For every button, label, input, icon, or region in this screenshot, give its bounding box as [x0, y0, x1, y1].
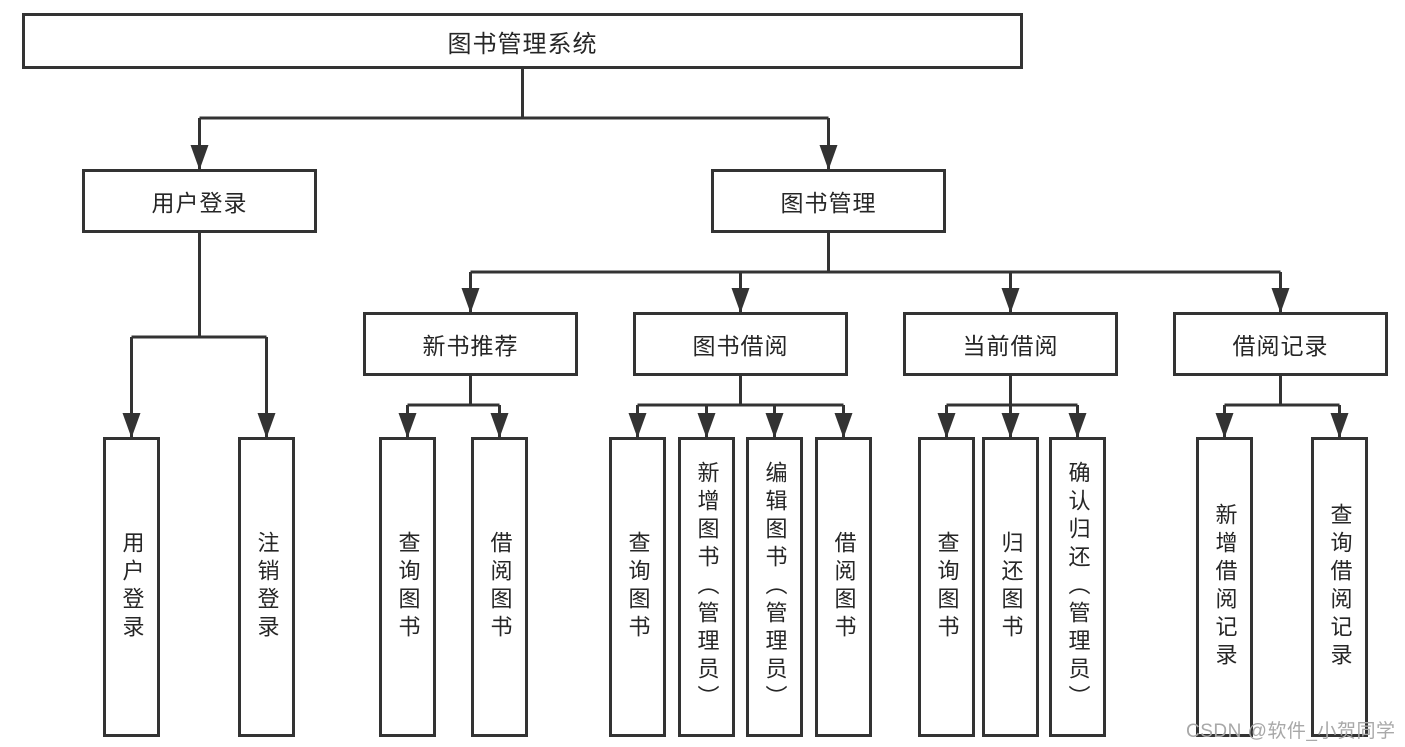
node-label: 查询图书	[395, 531, 421, 643]
node-label: 新书推荐	[422, 333, 519, 359]
node-label: 借阅记录	[1232, 333, 1329, 359]
leaf-user-login: 用户登录	[103, 437, 160, 737]
node-label: 图书管理系统	[447, 30, 598, 58]
node-label: 查询图书	[625, 531, 651, 643]
node-root: 图书管理系统	[22, 13, 1023, 69]
node-label: 用户登录	[119, 531, 145, 643]
node-current-borrow: 当前借阅	[903, 312, 1118, 376]
leaf-query-borrow-record: 查询借阅记录	[1311, 437, 1368, 737]
leaf-borrow-book-2: 借阅图书	[815, 437, 872, 737]
node-label: 借阅图书	[487, 531, 513, 643]
leaf-confirm-return-admin: 确认归还（管理员）	[1049, 437, 1106, 737]
csdn-watermark: CSDN @软件_小贺同学	[1186, 721, 1396, 742]
node-label: 查询图书	[934, 531, 960, 643]
leaf-add-borrow-record: 新增借阅记录	[1196, 437, 1253, 737]
leaf-borrow-book-1: 借阅图书	[471, 437, 528, 737]
node-label: 归还图书	[998, 531, 1024, 643]
node-label: 新增图书（管理员）	[694, 461, 720, 713]
node-book-borrow: 图书借阅	[633, 312, 848, 376]
leaf-query-book-2: 查询图书	[609, 437, 666, 737]
node-label: 注销登录	[254, 531, 280, 643]
node-label: 用户登录	[151, 190, 248, 216]
node-label: 当前借阅	[962, 333, 1059, 359]
node-book-management: 图书管理	[711, 169, 946, 233]
node-label: 借阅图书	[831, 531, 857, 643]
leaf-add-book-admin: 新增图书（管理员）	[678, 437, 735, 737]
leaf-logout: 注销登录	[238, 437, 295, 737]
leaf-query-book-1: 查询图书	[379, 437, 436, 737]
node-borrow-records: 借阅记录	[1173, 312, 1388, 376]
node-label: 确认归还（管理员）	[1065, 461, 1091, 713]
leaf-query-book-3: 查询图书	[918, 437, 975, 737]
node-label: 图书借阅	[692, 333, 789, 359]
node-label: 新增借阅记录	[1212, 503, 1238, 671]
node-user-login: 用户登录	[82, 169, 317, 233]
node-label: 图书管理	[780, 190, 877, 216]
leaf-edit-book-admin: 编辑图书（管理员）	[746, 437, 803, 737]
node-label: 编辑图书（管理员）	[762, 461, 788, 713]
node-new-book-recommend: 新书推荐	[363, 312, 578, 376]
node-label: 查询借阅记录	[1327, 503, 1353, 671]
leaf-return-book: 归还图书	[982, 437, 1039, 737]
